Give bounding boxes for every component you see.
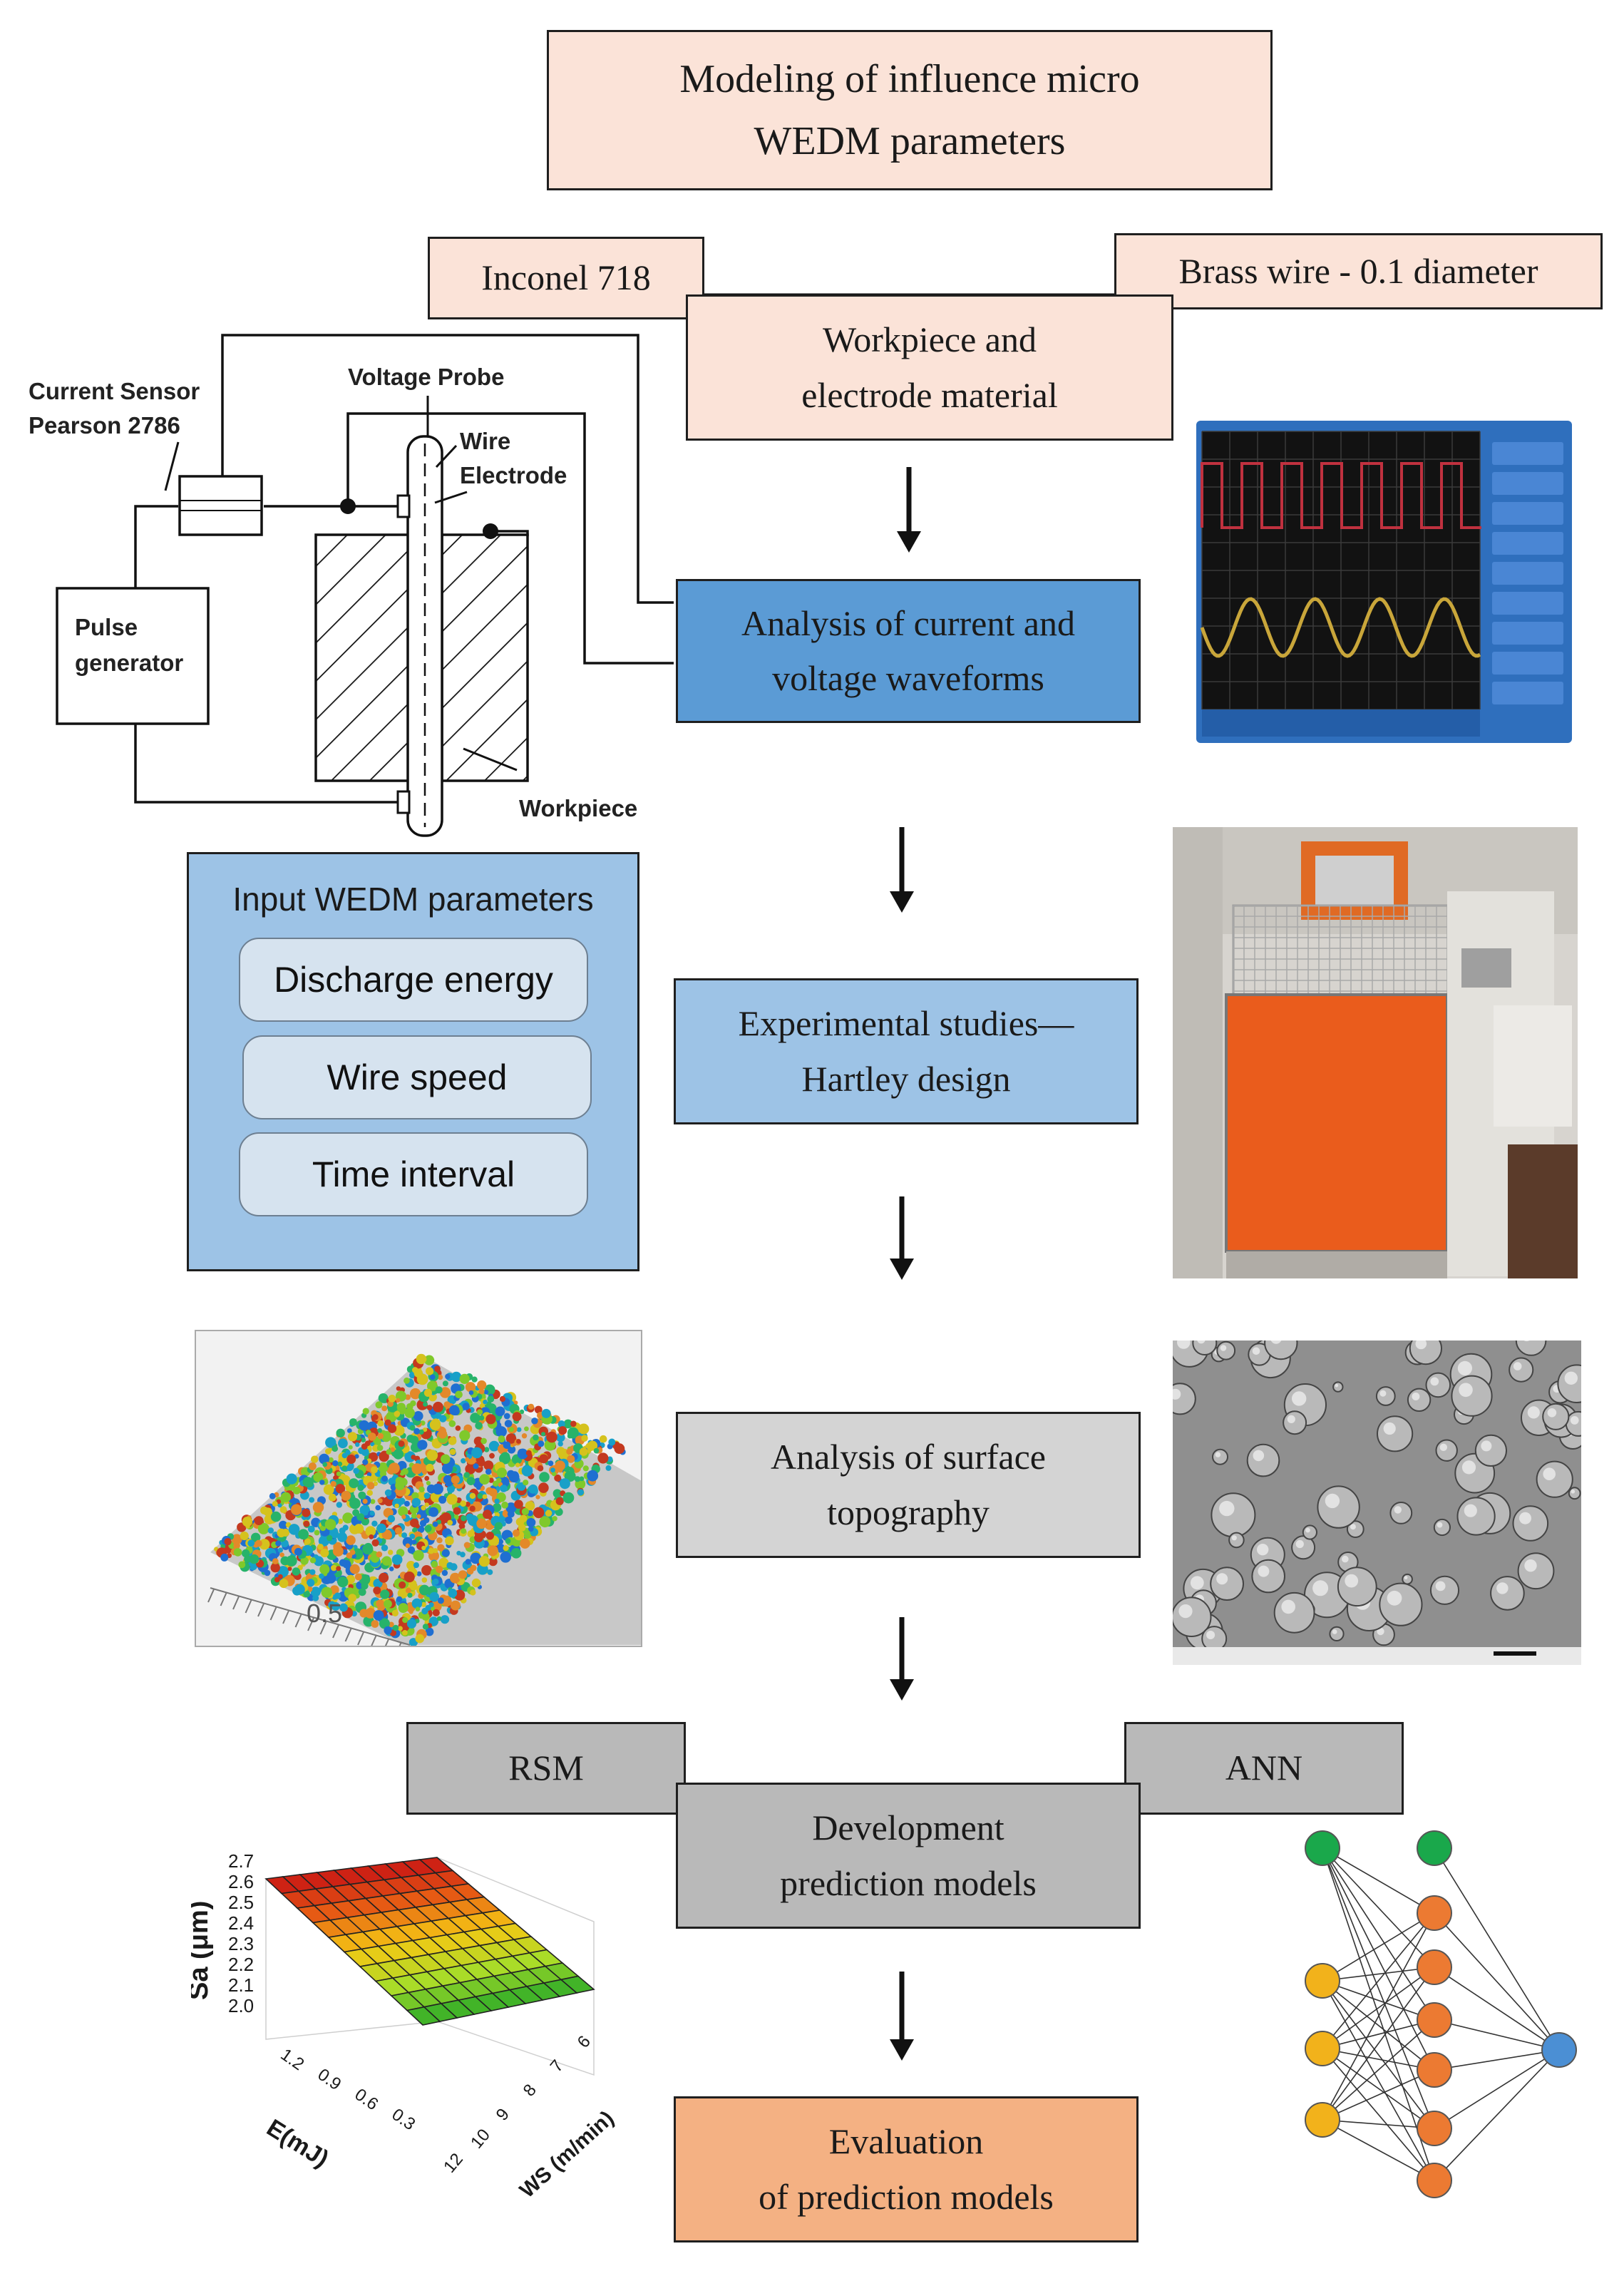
nn-node <box>1417 2163 1452 2198</box>
param-time-interval: Time interval <box>239 1132 588 1216</box>
nn-node <box>1305 2031 1340 2066</box>
rsm-z-tick: 2.1 <box>228 1974 255 1996</box>
sem-micrograph <box>1173 1341 1581 1665</box>
param-discharge-energy: Discharge energy <box>239 938 588 1022</box>
circuit-diagram <box>134 334 674 804</box>
nn-node <box>1305 1963 1340 1999</box>
voltage-probe-label: Voltage Probe <box>348 364 505 390</box>
rsm-z-tick: 2.3 <box>228 1933 255 1954</box>
topography-tick-label: 0.5 <box>307 1599 343 1628</box>
brass-wire-box: Brass wire - 0.1 diameter <box>1114 233 1603 309</box>
input-parameters-title: Input WEDM parameters <box>232 881 594 918</box>
pulse-generator <box>56 587 210 725</box>
rsm-z-tick: 2.4 <box>228 1912 255 1934</box>
inconel-box: Inconel 718 <box>428 237 704 319</box>
rsm-box: RSM <box>406 1722 686 1815</box>
oscilloscope-image <box>1196 421 1572 743</box>
nn-node <box>1417 1895 1452 1931</box>
rsm-z-tick: 2.7 <box>228 1850 255 1872</box>
surface-topography-image: 0.5 <box>195 1330 642 1647</box>
nn-node <box>1541 2032 1577 2068</box>
nn-node <box>1305 2102 1340 2138</box>
ann-box: ANN <box>1124 1722 1404 1815</box>
nn-node <box>1417 1830 1452 1866</box>
param-wire-speed: Wire speed <box>242 1035 592 1119</box>
neural-network <box>1305 1830 1577 2198</box>
workpiece-label: Workpiece <box>519 795 638 821</box>
nn-node <box>1417 2111 1452 2146</box>
experimental-studies-box: Experimental studies—Hartley design <box>674 978 1139 1124</box>
nn-node <box>1305 1830 1340 1866</box>
rsm-z-tick: 2.0 <box>228 1995 255 2016</box>
nn-node <box>1417 2002 1452 2038</box>
oscilloscope-screen <box>1200 431 1563 737</box>
rsm-z-tick: 2.5 <box>228 1892 255 1913</box>
nn-node <box>1417 1949 1452 1985</box>
rsm-ylabel: Sa (μm) <box>191 1900 214 2000</box>
workpiece-left-block <box>314 533 410 782</box>
rsm-z-tick: 2.6 <box>228 1871 255 1892</box>
current-sensor <box>178 475 263 536</box>
nn-node <box>1417 2052 1452 2088</box>
rsm-surface-cell <box>560 1975 595 1994</box>
wedm-machine-photo <box>1173 827 1578 1278</box>
workpiece-right-block <box>441 533 529 782</box>
rsm-z-tick: 2.2 <box>228 1954 255 1975</box>
